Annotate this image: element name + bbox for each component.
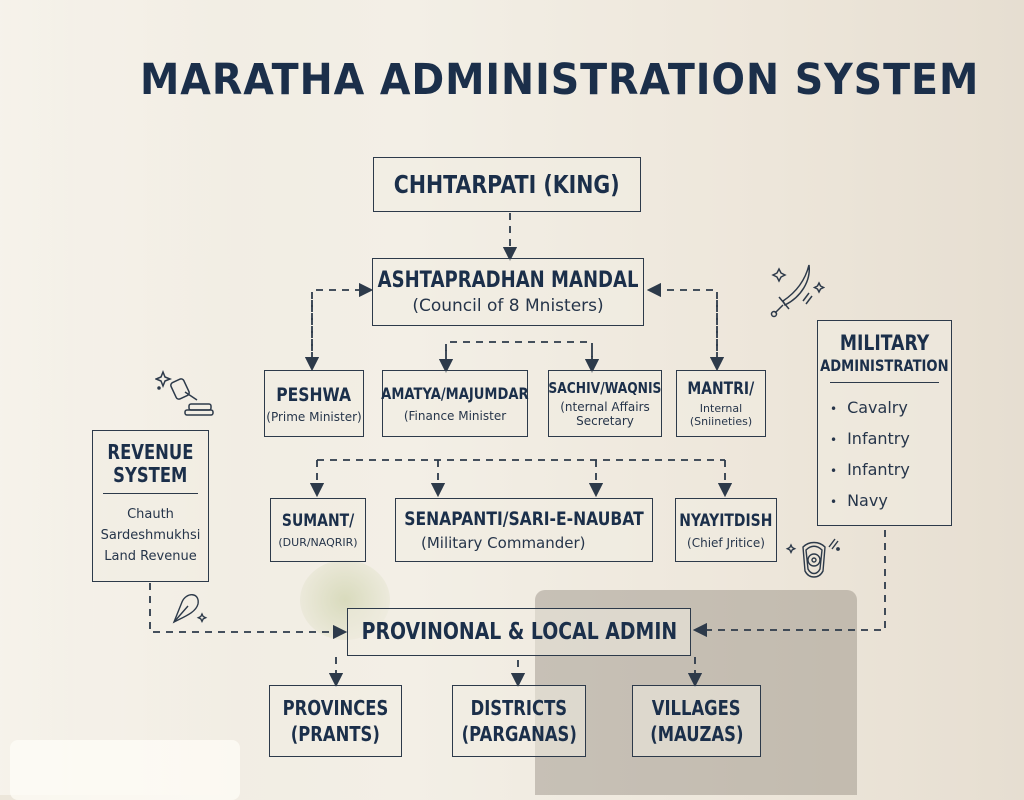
king-node: CHHTARPATI (KING)	[373, 157, 641, 212]
peshwa-node: PESHWA (Prime Minister)	[264, 370, 364, 437]
mantri-subtitle-line2: (Sniineties)	[689, 415, 753, 428]
sachiv-node: SACHIV/WAQNIS (nternal Affairs Secretary	[548, 370, 662, 437]
military-item: Infantry	[830, 424, 951, 455]
sachiv-title: SACHIV/WAQNIS	[548, 379, 662, 397]
background-book	[10, 740, 240, 800]
background-window-light	[0, 0, 240, 795]
nyayadhish-node: NYAYITDISH (Chief Jritice)	[675, 498, 777, 562]
provinces-title-line2: (PRANTS)	[290, 722, 381, 746]
nyayadhish-title: NYAYITDISH	[679, 510, 773, 531]
sumant-title: SUMANT/	[281, 511, 355, 531]
revenue-item: Chauth	[127, 507, 174, 522]
villages-title-line2: (MAUZAS)	[649, 722, 744, 746]
military-divider	[829, 382, 940, 383]
amatya-title: AMATYA/MAJUMDAR	[381, 384, 529, 403]
sumant-subtitle: (DUR/NAQRIR)	[278, 536, 358, 549]
mantri-node: MANTRI/ Internal (Sniineties)	[676, 370, 766, 437]
revenue-system-node: REVENUE SYSTEM Chauth Sardeshmukhsi Land…	[92, 430, 209, 582]
revenue-title-line1: REVENUE	[107, 440, 194, 464]
revenue-item: Land Revenue	[104, 549, 197, 564]
military-list: Cavalry Infantry Infantry Navy	[818, 393, 951, 517]
military-administration-node: MILITARY ADMINISTRATION Cavalry Infantry…	[817, 320, 952, 526]
senapati-node: SENAPANTI/SARI-E-NAUBAT (Military Comman…	[395, 498, 653, 562]
nyayadhish-subtitle: (Chief Jritice)	[687, 535, 765, 550]
sword-icon	[770, 264, 825, 318]
gavel-icon	[155, 369, 214, 416]
villages-title-line1: VILLAGES	[652, 696, 741, 720]
local-admin-node: PROVINONAL & LOCAL ADMIN	[347, 608, 691, 656]
senapati-title: SENAPANTI/SARI-E-NAUBAT	[404, 508, 644, 530]
council-title: ASHTAPRADHAN MANDAL	[377, 268, 639, 293]
local-admin-title: PROVINONAL & LOCAL ADMIN	[361, 619, 677, 645]
military-title-line1: MILITARY	[839, 331, 930, 355]
military-item: Navy	[830, 486, 951, 517]
council-node: ASHTAPRADHAN MANDAL (Council of 8 Mniste…	[372, 258, 644, 326]
amatya-node: AMATYA/MAJUMDAR (Finance Minister	[381, 370, 529, 437]
king-title: CHHTARPATI (KING)	[394, 170, 620, 199]
districts-node: DISTRICTS (PARGANAS)	[452, 685, 586, 757]
districts-title-line1: DISTRICTS	[470, 696, 568, 720]
quill-pen-icon	[172, 594, 208, 624]
sachiv-subtitle-line2: Secretary	[576, 414, 634, 428]
peshwa-title: PESHWA	[276, 383, 352, 406]
provinces-node: PROVINCES (PRANTS)	[269, 685, 402, 757]
revenue-item: Sardeshmukhsi	[100, 528, 201, 543]
military-item: Infantry	[830, 455, 951, 486]
villages-node: VILLAGES (MAUZAS)	[632, 685, 761, 757]
districts-title-line2: (PARGANAS)	[461, 722, 577, 746]
peshwa-subtitle: (Prime Minister)	[266, 409, 362, 424]
military-item: Cavalry	[830, 393, 951, 424]
amatya-subtitle: (Finance Minister	[403, 409, 507, 423]
revenue-divider	[103, 493, 198, 494]
mantri-title: MANTRI/	[687, 379, 755, 399]
military-title-line2: ADMINISTRATION	[820, 356, 949, 375]
shield-icon	[785, 538, 840, 578]
council-subtitle: (Council of 8 Mnisters)	[412, 296, 604, 316]
sachiv-subtitle-line1: (nternal Affairs	[560, 400, 650, 414]
sumant-node: SUMANT/ (DUR/NAQRIR)	[270, 498, 366, 562]
provinces-title-line1: PROVINCES	[282, 696, 389, 720]
revenue-title-line2: SYSTEM	[113, 463, 188, 487]
mantri-subtitle-line1: Internal	[699, 402, 743, 415]
senapati-subtitle: (Military Commander)	[421, 534, 586, 552]
